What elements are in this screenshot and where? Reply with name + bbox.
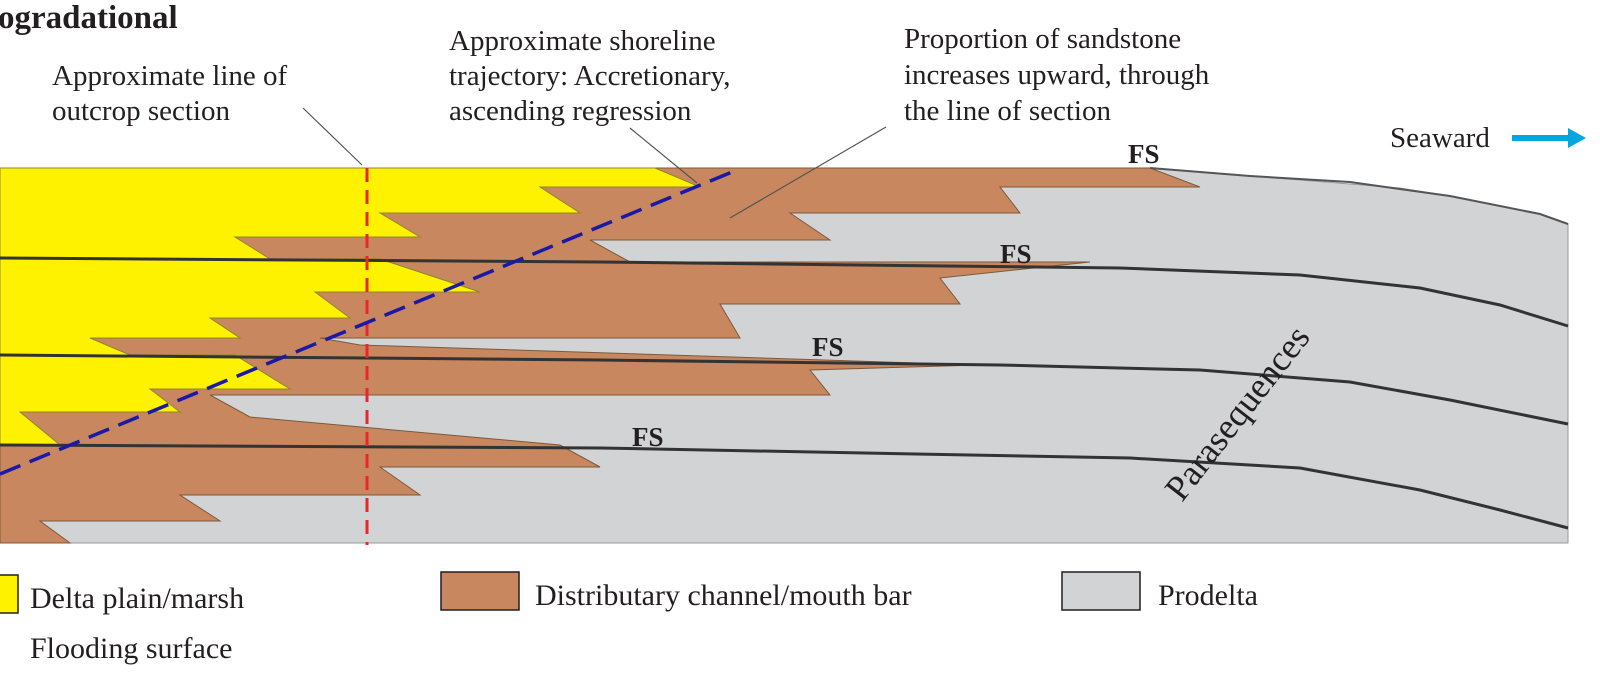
seaward-arrow-icon (1512, 128, 1586, 148)
flooding-surfaces (0, 256, 1569, 530)
fs-label: FS (812, 332, 844, 362)
legend-label-flooding-surface: Flooding surface (30, 632, 232, 665)
shoreline-leader-line (629, 127, 698, 184)
legend-label-prodelta: Prodelta (1158, 579, 1258, 612)
legend-swatch-delta-plain (0, 574, 19, 614)
outcrop-annotation-line-1: Approximate line of (52, 60, 288, 92)
shoreline-annotation-line-2: trajectory: Accretionary, (449, 60, 731, 92)
flooding-surface-line (0, 256, 1569, 328)
diagram-title: ogradational (0, 0, 178, 36)
shoreline-annotation-line-1: Approximate shoreline (449, 25, 716, 57)
top-surface-line (1149, 167, 1569, 225)
shoreline-annotation-line-3: ascending regression (449, 95, 692, 127)
legend-label-distributary: Distributary channel/mouth bar (535, 579, 912, 612)
shoreline-trajectory-line (0, 170, 733, 476)
legend-swatch-distributary (440, 571, 520, 611)
sandstone-annotation-line-1: Proportion of sandstone (904, 23, 1181, 55)
fs-label: FS (1000, 239, 1032, 269)
sandstone-annotation-line-2: increases upward, through (904, 59, 1210, 91)
outcrop-leader-line (302, 107, 363, 166)
legend-label-delta-plain: Delta plain/marsh (30, 582, 244, 615)
delta-plain-facies (0, 167, 701, 446)
sandstone-leader-line (729, 126, 887, 219)
legend-swatch-prodelta (1061, 571, 1141, 611)
fs-label: FS (632, 422, 664, 452)
fs-label: FS (1128, 139, 1160, 169)
sandstone-annotation-line-3: the line of section (904, 95, 1111, 127)
flooding-surface-line (0, 353, 1569, 426)
outcrop-annotation-line-2: outcrop section (52, 95, 230, 127)
seaward-label: Seaward (1390, 122, 1490, 154)
flooding-surface-line (0, 443, 1569, 530)
